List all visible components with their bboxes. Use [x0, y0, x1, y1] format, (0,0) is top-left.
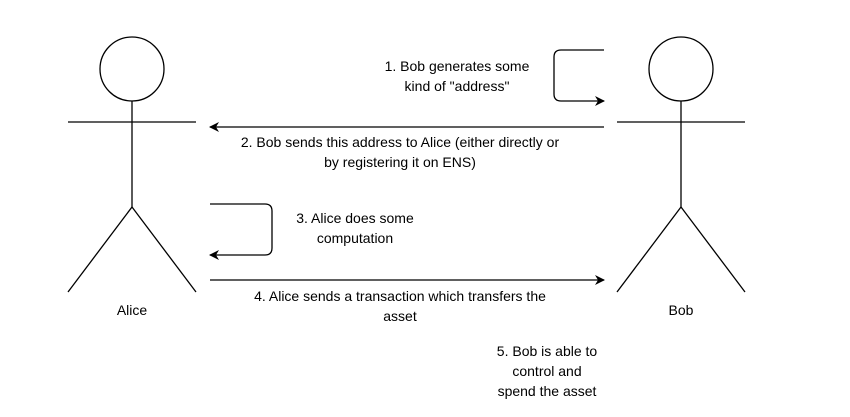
step-2-label: 2. Bob sends this address to Alice (eith…	[200, 132, 600, 172]
alice-left-leg	[67, 206, 133, 293]
step-5-line-1: 5. Bob is able to	[496, 343, 598, 359]
bob-label-text: Bob	[668, 302, 694, 318]
alice-head	[99, 36, 165, 102]
step-3-self-loop-arrow	[209, 203, 273, 260]
alice-label-text: Alice	[116, 302, 148, 318]
bob-actor-figure	[616, 36, 746, 293]
step-3-line-2: computation	[316, 230, 394, 246]
step-2-line-1: 2. Bob sends this address to Alice (eith…	[240, 134, 560, 150]
step-5-line-2: control and	[512, 363, 582, 379]
step-4-label: 4. Alice sends a transaction which trans…	[200, 286, 600, 326]
step-2-line-2: by registering it on ENS)	[324, 154, 476, 170]
bob-label: Bob	[641, 300, 721, 320]
step-1-self-loop-arrow	[553, 49, 605, 106]
step-4-line-2: asset	[383, 308, 417, 324]
step-1-line-2: kind of "address"	[404, 78, 510, 94]
step-5-line-3: spend the asset	[497, 383, 597, 399]
bob-head	[648, 36, 714, 102]
step-3-label: 3. Alice does some computation	[280, 208, 430, 248]
alice-label: Alice	[92, 300, 172, 320]
step-4-line-1: 4. Alice sends a transaction which trans…	[254, 288, 546, 304]
step-1-line-1: 1. Bob generates some	[384, 58, 530, 74]
bob-left-leg	[616, 206, 682, 293]
alice-right-leg	[131, 206, 197, 293]
step-3-line-1: 3. Alice does some	[296, 210, 414, 226]
alice-actor-figure	[67, 36, 197, 293]
bob-right-leg	[680, 206, 746, 293]
step-1-label: 1. Bob generates some kind of "address"	[357, 56, 557, 96]
step-5-label: 5. Bob is able to control and spend the …	[482, 341, 612, 401]
